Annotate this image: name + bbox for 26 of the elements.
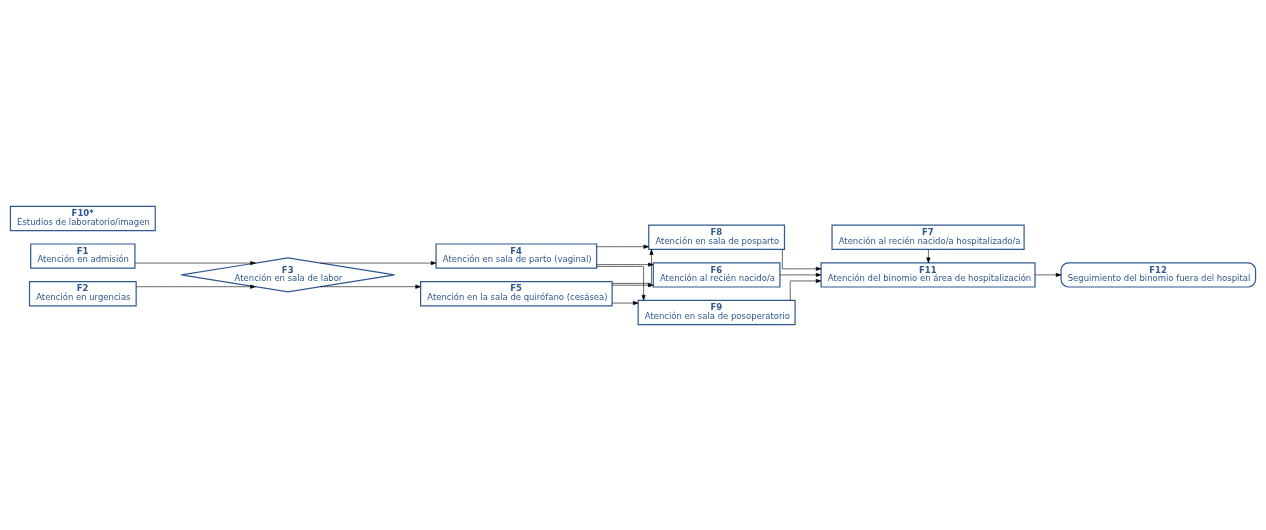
- node-box: F11 Atención del binomio en área de hospitalización: [820, 261, 1036, 288]
- arrow: [596, 262, 654, 267]
- arrow: [612, 282, 654, 287]
- node-box: F9 Atención en sala de posoperatorio: [637, 299, 796, 325]
- node-box: F6 Atención al recién nacido/a: [652, 261, 781, 288]
- arrow: [1034, 272, 1062, 277]
- node-box: F7 Atención al recién nacido/a hospitalizado/a: [831, 224, 1025, 250]
- arrow: [779, 272, 822, 277]
- node-box: F1 Atención en admisión: [30, 242, 136, 269]
- node-box: F5 Atención en la sala de quirófano (cesásea): [420, 280, 613, 306]
- arrow: [135, 284, 256, 289]
- arrow: [134, 260, 256, 265]
- node-box: F4 Atención en sala de parto (vaginal): [435, 242, 598, 269]
- arrow: [612, 300, 639, 305]
- node-box: F2 Atención en urgencias: [28, 280, 137, 306]
- node-box: F10* Estudios de laboratorio/imagen: [9, 205, 156, 231]
- arrow: [782, 248, 822, 271]
- arrow: [789, 278, 822, 300]
- arrow: [611, 248, 654, 284]
- node-box: F8 Atención en sala de posparto: [648, 224, 786, 250]
- arrow: [320, 284, 421, 289]
- node-box: F12 Seguimiento del binomio fuera del hospital: [1060, 261, 1257, 288]
- arrow: [596, 244, 649, 249]
- arrow: [596, 265, 646, 300]
- arrow: [320, 260, 437, 265]
- arrow: [926, 248, 931, 263]
